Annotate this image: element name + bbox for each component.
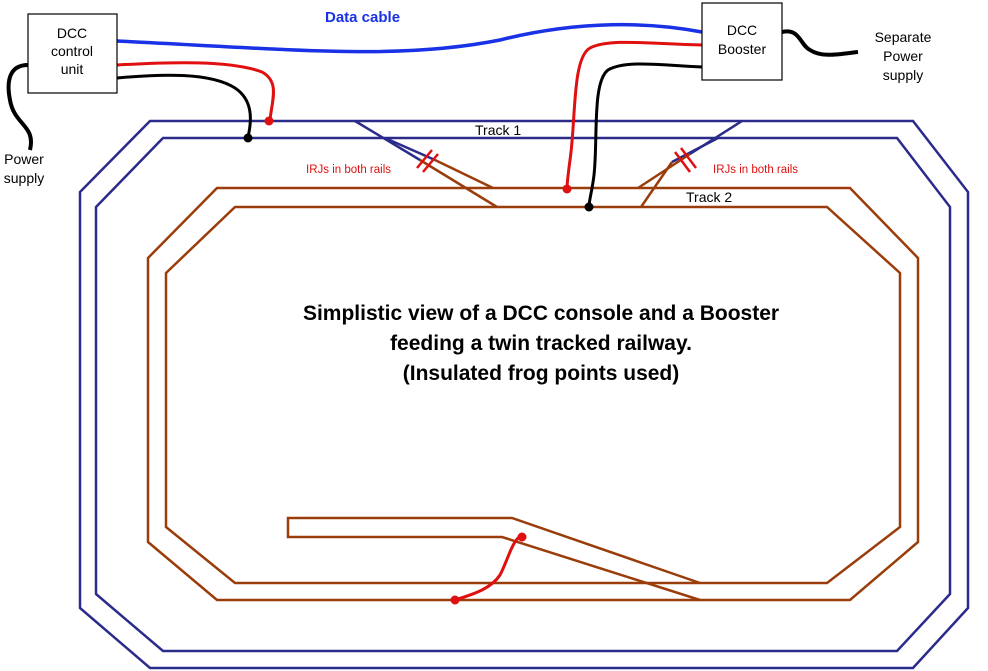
track-2-inner-rail <box>164 205 902 585</box>
booster-line1: DCC <box>727 22 757 38</box>
siding <box>286 516 701 602</box>
booster-line2: Booster <box>718 41 767 57</box>
control-unit-line2: control <box>51 43 93 59</box>
track-2-outer-rail <box>146 186 920 602</box>
irj-left-mark-1 <box>416 149 433 169</box>
control-black-wire <box>116 73 252 138</box>
title-line3: (Insulated frog points used) <box>403 362 680 385</box>
irj-left-label: IRJs in both rails <box>306 164 391 176</box>
dot-control-black <box>243 133 253 143</box>
booster-black-wire <box>587 62 703 208</box>
track-2-label: Track 2 <box>686 189 732 205</box>
power-supply-label-line2: supply <box>4 170 44 186</box>
irj-right-mark-1 <box>674 151 691 173</box>
dcc-booster: DCC Booster <box>701 2 783 81</box>
track-2-crossover-right-a <box>637 152 691 190</box>
dot-booster-black <box>584 202 594 212</box>
irj-right-label: IRJs in both rails <box>713 164 798 176</box>
track-2-crossover-right-b <box>639 161 674 208</box>
data-cable-label: Data cable <box>325 9 400 26</box>
irj-right-mark-2 <box>680 147 697 169</box>
dot-control-red <box>264 116 274 126</box>
power-supply-cable-right <box>781 29 859 57</box>
track-2-crossover-left-b <box>434 158 494 190</box>
title-line2: feeding a twin tracked railway. <box>390 332 692 355</box>
dot-siding-red-top <box>517 532 527 542</box>
control-unit-line1: DCC <box>57 25 87 41</box>
separate-power-label-line3: supply <box>883 67 923 83</box>
separate-power-label-line2: Power <box>883 48 923 64</box>
control-red-wire <box>116 61 275 121</box>
connection-dots <box>243 116 594 605</box>
siding-red-wire <box>454 533 523 602</box>
track-2-crossover-left-a <box>419 158 498 209</box>
data-cable <box>116 22 703 54</box>
dot-booster-red <box>562 184 572 194</box>
track-2 <box>146 152 920 602</box>
dcc-control-unit-box <box>27 13 118 94</box>
track-1-crossover-left-a <box>354 119 421 162</box>
power-supply-cable-left <box>6 63 34 151</box>
separate-power-label-line1: Separate <box>875 29 932 45</box>
dcc-control-unit: DCC control unit <box>27 13 118 94</box>
dcc-booster-box <box>701 2 783 81</box>
dot-siding-red-bottom <box>450 595 460 605</box>
track-1 <box>78 119 970 670</box>
track-1-outer-rail <box>78 119 970 670</box>
track-1-label: Track 1 <box>475 122 521 138</box>
track-1-inner-rail <box>94 136 952 653</box>
title-line1: Simplistic view of a DCC console and a B… <box>303 302 779 325</box>
control-unit-line3: unit <box>61 61 84 77</box>
power-supply-label-line1: Power <box>4 151 44 167</box>
irj-left-mark-2 <box>422 153 439 173</box>
booster-red-wire <box>565 40 703 190</box>
irj-marks <box>416 147 697 173</box>
